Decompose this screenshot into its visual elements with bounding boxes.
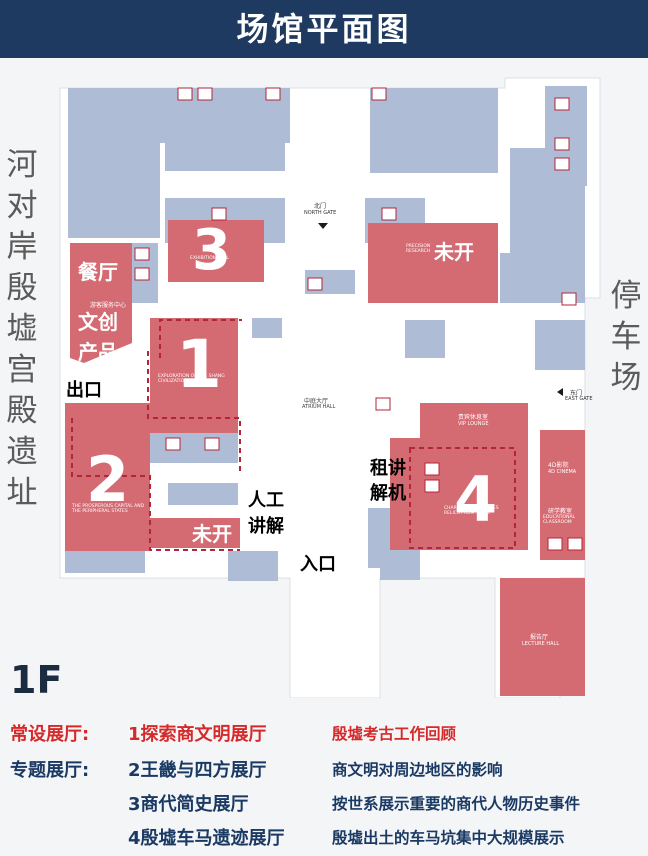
cultural-label-2: 产品 <box>78 340 118 364</box>
floor-plan: 3 1 2 4 餐厅 文创 产品 未开 未开 出口 入口 人工 讲解 租讲 解机… <box>0 58 648 698</box>
legend-description: 商文明对周边地区的影响 <box>332 761 503 779</box>
hall-number-1: 1 <box>176 326 222 403</box>
legend-row: 专题展厅: 2王畿与四方展厅 商文明对周边地区的影响 <box>10 756 640 782</box>
east-gate-cn: 东门 <box>570 390 583 397</box>
hall-4 <box>390 438 528 550</box>
east-arrow-icon <box>557 388 563 396</box>
restroom-icon <box>134 267 150 281</box>
manual-guide-label-2: 讲解 <box>248 516 284 537</box>
legend-hall-name: 2王畿与四方展厅 <box>128 760 267 781</box>
exit-label: 出口 <box>66 380 102 401</box>
room-block <box>252 318 282 338</box>
cinema-en: 4D CINEMA <box>548 469 577 475</box>
restroom-icon <box>177 87 193 101</box>
east-gate-en: EAST GATE <box>565 396 593 402</box>
legend-category: 常设展厅: <box>10 724 90 745</box>
stairs-icon <box>371 87 387 101</box>
restroom-icon <box>547 537 563 551</box>
precision-research-room <box>368 223 498 303</box>
floor-label: 1F <box>10 658 63 702</box>
side-label-right: 停车场 <box>610 278 642 396</box>
accessible-icon <box>424 479 440 493</box>
atrium-cn: 中庭大厅 <box>304 398 329 405</box>
legend-category: 专题展厅: <box>10 760 90 781</box>
hall-number-3: 3 <box>192 218 231 283</box>
room-block <box>68 88 160 238</box>
cultural-label-1: 文创 <box>78 310 118 334</box>
lecture-hall <box>500 578 585 696</box>
legend-description: 按世系展示重要的商代人物历史事件 <box>332 795 581 813</box>
room-block <box>535 320 585 370</box>
legend-hall-name: 1探索商文明展厅 <box>128 724 267 745</box>
lecture-en: LECTURE HALL <box>522 641 560 647</box>
vip-cn: 贵宾休息室 <box>458 414 489 421</box>
stairs-icon <box>554 97 570 111</box>
side-label-left: 河对岸殷墟宫殿遗址 <box>6 147 38 511</box>
lecture-cn: 报告厅 <box>530 634 549 641</box>
classroom-en: EDUCATIONAL CLASSROOM <box>543 515 576 525</box>
hall2-en-label: THE PROSPEROUS CAPITAL AND THE PERIPHERA… <box>72 504 145 514</box>
hall-number-4: 4 <box>454 463 498 536</box>
restaurant-area <box>70 243 132 363</box>
room-block <box>65 551 145 573</box>
legend-row: 常设展厅: 1探索商文明展厅 殷墟考古工作回顾 <box>10 720 640 746</box>
room-block <box>168 483 238 505</box>
hall4-en-label: CHARIOTS AND HORSES RELICS FROM YINXU <box>444 506 499 516</box>
hall-5 <box>150 518 240 548</box>
north-arrow-icon <box>318 223 328 229</box>
room-block <box>370 88 498 173</box>
escalator-icon <box>375 397 391 411</box>
north-gate-en: NORTH GATE <box>304 210 337 216</box>
restroom-icon <box>554 157 570 171</box>
legend-description: 殷墟出土的车马坑集中大规模展示 <box>332 829 565 847</box>
rent-guide-label-2: 解机 <box>370 483 406 504</box>
precision-en-label: PRECISION RESEARCH <box>406 244 431 254</box>
rent-guide-label-1: 租讲 <box>370 458 406 479</box>
room-block <box>405 320 445 358</box>
hall-1 <box>150 318 238 433</box>
legend-hall-name: 4殷墟车马遗迹展厅 <box>128 828 285 849</box>
legend-hall-name: 3商代简史展厅 <box>128 794 249 815</box>
escalator-icon <box>307 277 323 291</box>
room-block <box>150 433 238 463</box>
hall-number-2: 2 <box>86 443 130 516</box>
legend-row: 4殷墟车马遗迹展厅 殷墟出土的车马坑集中大规模展示 <box>10 824 640 850</box>
room-block <box>510 148 585 268</box>
room-block <box>228 551 278 581</box>
room-block <box>380 550 420 580</box>
stairs-icon <box>561 292 577 306</box>
hall1-en-label: EXPLORATION OF THE SHANG CIVILIZATION HA… <box>158 374 225 384</box>
page-title: 场馆平面图 <box>236 10 412 48</box>
entrance-label: 入口 <box>300 554 336 575</box>
room-block <box>165 143 285 171</box>
legend-description: 殷墟考古工作回顾 <box>332 725 457 743</box>
stairs-icon <box>381 207 397 221</box>
restroom-icon <box>134 247 150 261</box>
restroom-icon <box>424 462 440 476</box>
restroom-icon <box>567 537 583 551</box>
north-gate-cn: 北门 <box>314 203 327 210</box>
vip-en: VIP LOUNGE <box>458 421 489 427</box>
stairs-icon <box>204 437 220 451</box>
legend: 常设展厅: 1探索商文明展厅 殷墟考古工作回顾 专题展厅: 2王畿与四方展厅 商… <box>0 700 648 856</box>
atrium-en: ATRIUM HALL <box>302 404 336 410</box>
hall3-en-label: EXHIBITION HALL <box>190 256 229 261</box>
stairs-icon <box>165 437 181 451</box>
restaurant-label: 餐厅 <box>78 260 118 284</box>
stairs-icon <box>211 207 227 221</box>
floor-plan-drawing <box>59 77 601 698</box>
not-open-label-2: 未开 <box>192 522 232 546</box>
manual-guide-label-1: 人工 <box>248 490 284 511</box>
not-open-label-1: 未开 <box>434 240 474 264</box>
restroom-icon <box>197 87 213 101</box>
vip-lounge <box>420 403 528 438</box>
hall-3 <box>168 220 264 282</box>
cinema-cn: 4D影院 <box>548 462 569 469</box>
restroom-icon <box>554 137 570 151</box>
stairs-icon <box>265 87 281 101</box>
service-center-label: 游客服务中心 <box>90 302 127 309</box>
legend-row: 3商代简史展厅 按世系展示重要的商代人物历史事件 <box>10 790 640 816</box>
title-bar <box>0 0 648 58</box>
classroom-cn: 研学教室 <box>548 508 573 515</box>
